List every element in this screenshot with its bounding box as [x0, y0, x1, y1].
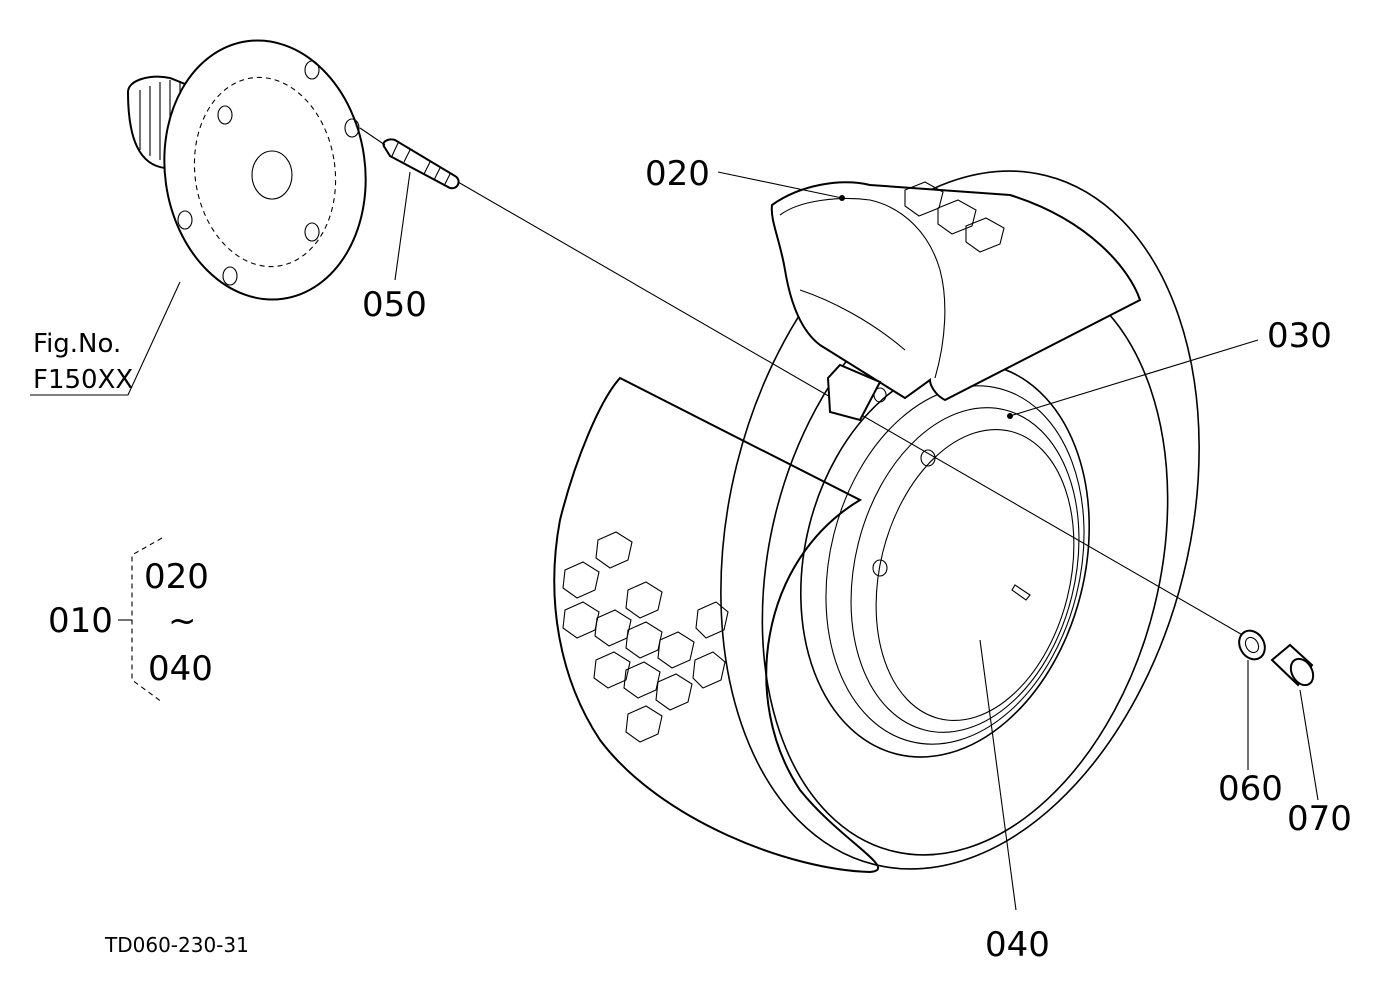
callout-020: 020 [645, 154, 710, 194]
tread-blocks [562, 531, 729, 743]
wheel-nut [1270, 643, 1315, 687]
group-to: 040 [148, 649, 213, 689]
leader-050 [394, 171, 411, 281]
leader-020 [717, 171, 843, 199]
callout-070: 070 [1287, 799, 1352, 839]
leader-030-dot [1007, 413, 1013, 419]
callout-050: 050 [362, 285, 427, 325]
callout-010: 010 [48, 601, 113, 641]
stud-axis-short [359, 127, 386, 146]
tire-cross-section [770, 181, 1142, 402]
figure-ref-line1: Fig.No. [33, 329, 121, 359]
figure-ref-line2: F150XX [33, 365, 133, 395]
callout-040: 040 [985, 925, 1050, 965]
callout-030: 030 [1267, 316, 1332, 356]
callout-060: 060 [1218, 769, 1283, 809]
group-from: 020 [144, 557, 209, 597]
tire-assembly [553, 170, 1200, 874]
group-tilde: ~ [168, 601, 197, 641]
rim-flange-piece [826, 363, 882, 422]
axle-hub-flange [126, 39, 367, 301]
drawing-code: TD060-230-31 [104, 933, 249, 957]
leader-020-dot [839, 195, 845, 201]
lock-washer [1238, 629, 1266, 661]
leader-040 [979, 639, 1017, 911]
leader-070 [1299, 689, 1319, 801]
leader-030 [1009, 339, 1259, 417]
figure-ref-leader [30, 281, 181, 396]
stud-bolt [382, 138, 460, 190]
